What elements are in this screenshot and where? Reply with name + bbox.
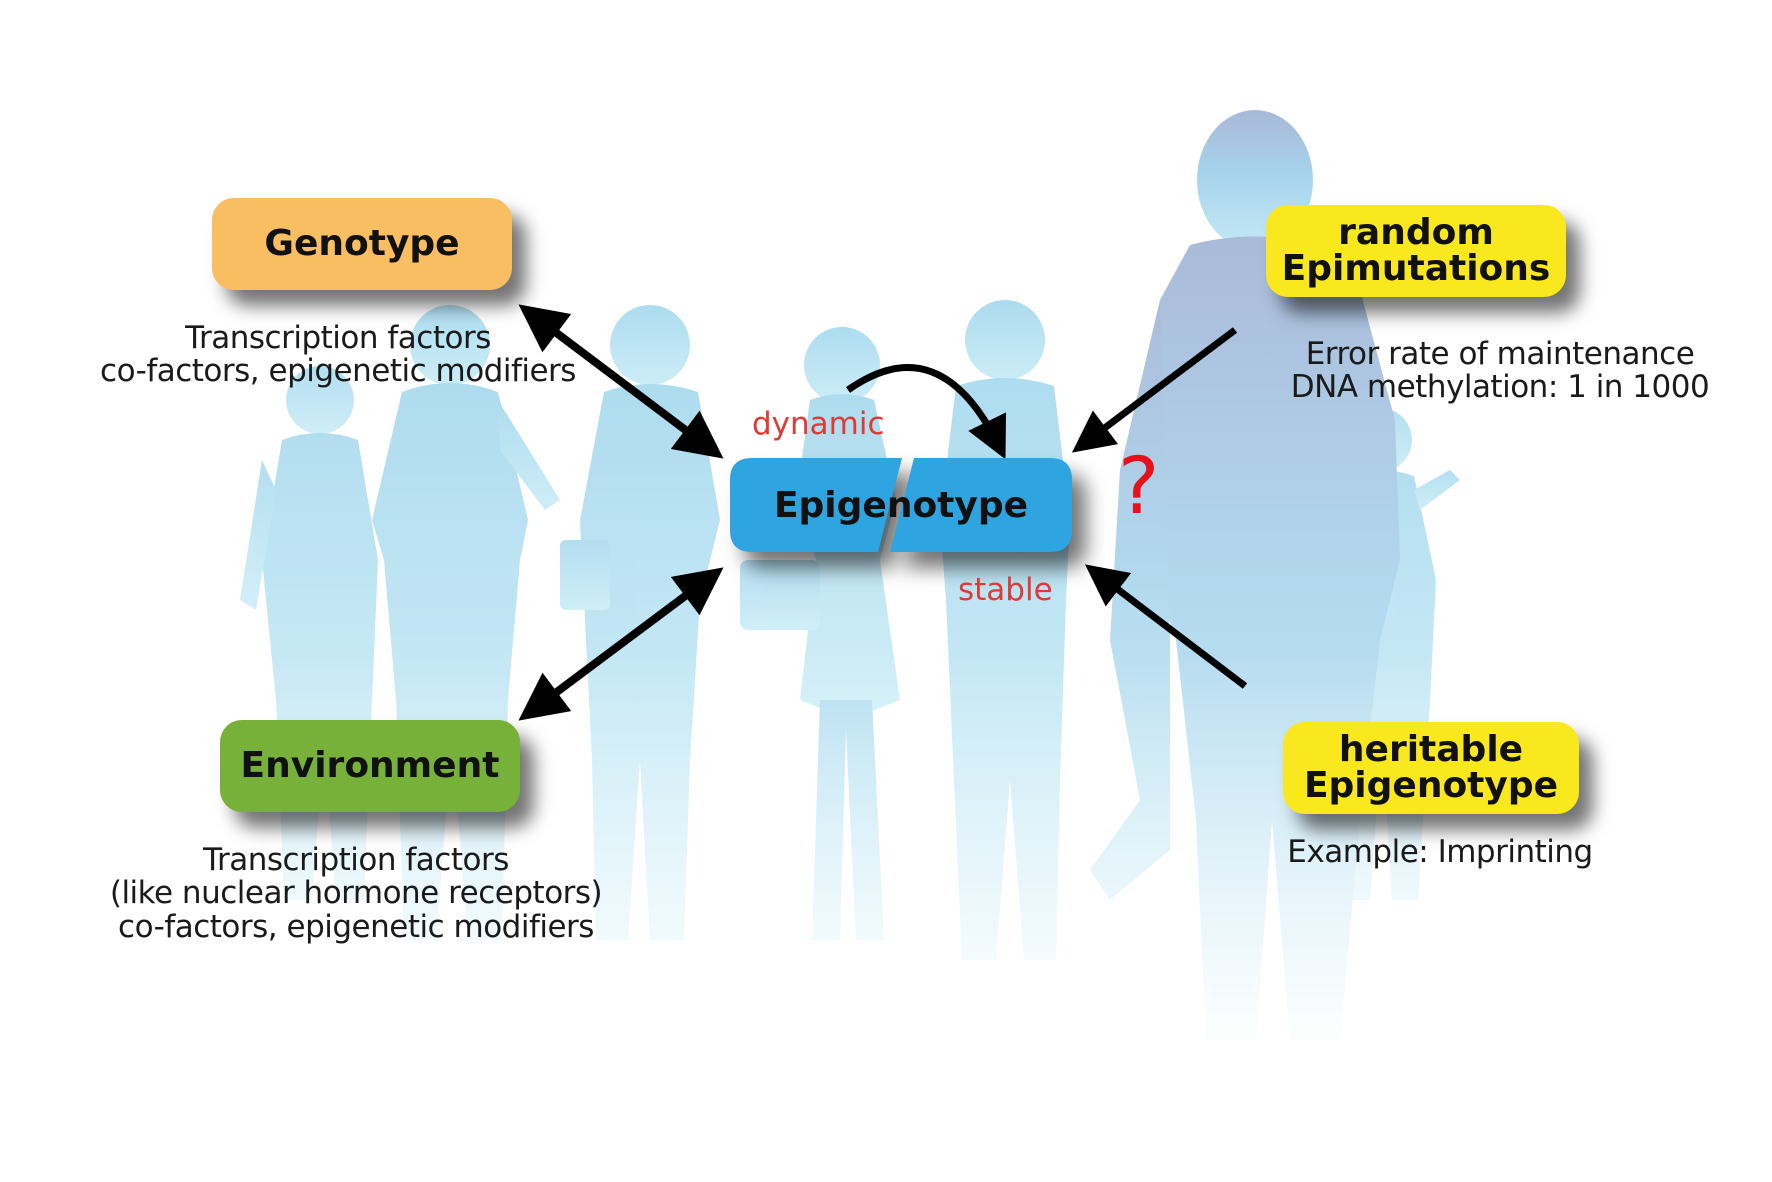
genotype-description-line-1: Transcription factors: [185, 320, 491, 356]
arrow-random-epigenotype: [1071, 327, 1238, 453]
environment-description-line-3: co-factors, epigenetic modifiers: [118, 908, 594, 945]
random-epimutations-description: Error rate of maintenance DNA methylatio…: [1290, 336, 1710, 406]
environment-label: Environment: [240, 745, 500, 786]
heritable-epigenotype-description: Example: Imprinting: [1287, 834, 1593, 870]
epigenotype-node: Epigenotype: [730, 458, 1072, 552]
epigenotype-left-half: [730, 458, 902, 552]
random-description-line-2: DNA methylation: 1 in 1000: [1290, 369, 1710, 406]
random-epimutations-line-2: Epimutations: [1281, 248, 1551, 289]
arrow-environment-epigenotype: [518, 567, 724, 721]
arrow-dynamic-curve: [845, 364, 1006, 460]
genotype-label: Genotype: [264, 223, 460, 264]
environment-description-line-1: Transcription factors: [203, 842, 509, 878]
environment-description: Transcription factors (like nuclear horm…: [109, 842, 603, 945]
random-epimutations-node: random Epimutations: [1266, 205, 1566, 297]
heritable-epigenotype-line-1: heritable: [1338, 729, 1524, 770]
arrow-genotype-epigenotype: [518, 304, 724, 459]
genotype-node: Genotype: [212, 198, 512, 290]
environment-description-line-2: (like nuclear hormone receptors): [109, 875, 603, 912]
heritable-description-line-1: Example: Imprinting: [1287, 834, 1593, 870]
people-silhouettes-icon: [0, 110, 1772, 1060]
genotype-description-line-2: co-factors, epigenetic modifiers: [100, 353, 576, 390]
epigenotype-right-half: [890, 458, 1072, 552]
heritable-epigenotype-line-2: Epigenotype: [1303, 765, 1559, 806]
environment-node: Environment: [220, 720, 520, 812]
question-mark: ?: [1118, 442, 1160, 532]
epigenotype-box-shape: [730, 458, 1072, 552]
genotype-description: Transcription factors co-factors, epigen…: [100, 320, 576, 390]
stable-label: stable: [958, 572, 1053, 608]
arrow-heritable-epigenotype: [1084, 564, 1248, 689]
epigenotype-label: Epigenotype: [773, 484, 1029, 526]
random-epimutations-line-1: random: [1338, 212, 1494, 253]
dynamic-label: dynamic: [752, 406, 885, 442]
heritable-epigenotype-node: heritable Epigenotype: [1283, 722, 1579, 814]
random-description-line-1: Error rate of maintenance: [1305, 336, 1695, 372]
